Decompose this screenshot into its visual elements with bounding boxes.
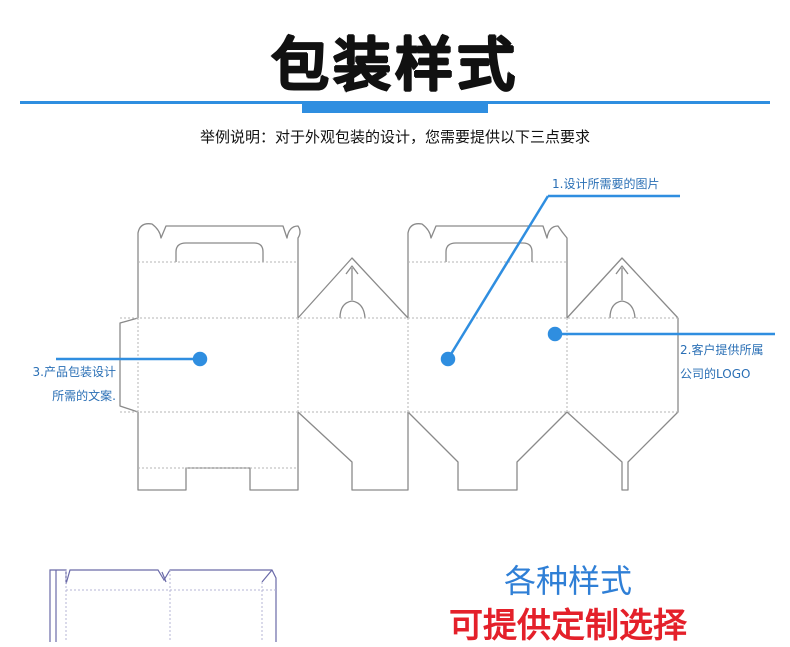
second-dieline-preview [49, 569, 277, 642]
callout-dot-copy [192, 351, 208, 367]
callout-dot-logo [547, 326, 563, 342]
page-subtitle: 举例说明：对于外观包装的设计，您需要提供以下三点要求 [199, 128, 590, 146]
panel-2-bottom [297, 411, 409, 491]
page-title: 包装样式 [270, 31, 519, 99]
panel-3-outline [407, 223, 568, 318]
panel-1-outline [137, 223, 301, 318]
callout-copy-line1: 3.产品包装设计 [32, 365, 116, 379]
callout-copy: 3.产品包装设计 所需的文案. [14, 360, 116, 408]
panel-2-gable-notch [339, 300, 366, 319]
title-underline-accent [302, 101, 488, 113]
panel-1-bottom [137, 412, 299, 491]
panel-3-handle [445, 242, 533, 262]
glue-flap [119, 317, 139, 413]
callout-logo-line2: 公司的LOGO [680, 367, 751, 381]
panel-2-gable [297, 257, 409, 319]
callout-dot-design [440, 351, 456, 367]
callout-logo-line1: 2.客户提供所属 [680, 343, 764, 357]
callout-design-image: 1.设计所需要的图片 [552, 177, 660, 191]
panel-1-handle [175, 242, 264, 262]
panel-2-gable-slit [345, 265, 359, 300]
fold-lines [120, 261, 678, 469]
panel-3-bottom [407, 411, 568, 491]
panel-4-bottom [566, 318, 679, 491]
panel-4-gable-notch [609, 300, 636, 319]
promo-heading: 各种样式 [503, 562, 632, 600]
panel-4-gable-slit [615, 265, 629, 300]
panel-4-gable [566, 257, 679, 319]
callout-logo: 2.客户提供所属 公司的LOGO [680, 338, 763, 386]
promo-subheading: 可提供定制选择 [449, 606, 687, 646]
callout-copy-line2: 所需的文案. [52, 389, 116, 403]
callout-leaders [56, 194, 775, 367]
